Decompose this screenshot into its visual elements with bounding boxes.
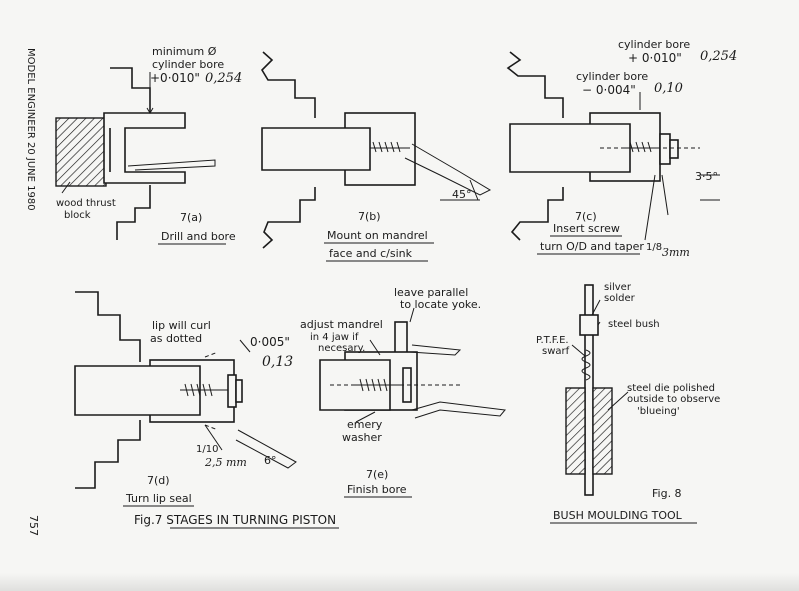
note-c1-value: + 0·010" bbox=[628, 51, 682, 65]
label-silver-line1: silver bbox=[604, 282, 632, 293]
fig8-title: BUSH MOULDING TOOL bbox=[553, 509, 683, 522]
diagram-7a: minimum Ø cylinder bore +0·010" 0,254 wo… bbox=[55, 45, 242, 245]
angle-6: 6° bbox=[264, 454, 277, 467]
note-c2-hand: 0,10 bbox=[654, 81, 683, 96]
diagram-7d-id: 7(d) bbox=[147, 474, 170, 487]
diagram-7b-id: 7(b) bbox=[358, 210, 381, 223]
note-c1-line1: cylinder bore bbox=[618, 38, 690, 51]
note-adjust-mandrel-line2: in 4 jaw if bbox=[310, 332, 359, 343]
page-number: 757 bbox=[27, 515, 40, 536]
note-min-bore-line2: cylinder bore bbox=[152, 58, 224, 71]
label-ptfe-line2: swarf bbox=[542, 346, 570, 357]
wood-block-label-line2: block bbox=[64, 210, 91, 221]
note-emery-line2: washer bbox=[342, 431, 382, 444]
diagram-7c-title-line1: Insert screw bbox=[553, 222, 620, 235]
diagram-7d: lip will curl as dotted 0·005" 0,13 1/10… bbox=[74, 291, 297, 507]
dim-0-005: 0·005" bbox=[250, 335, 290, 349]
diagram-7c-title-line2: turn O/D and taper bbox=[540, 240, 644, 253]
label-silver-line2: solder bbox=[604, 293, 636, 304]
note-lip-curl-line2: as dotted bbox=[150, 332, 202, 345]
note-lip-curl-line1: lip will curl bbox=[152, 319, 211, 332]
fig8-label: Fig. 8 bbox=[652, 487, 682, 500]
label-steel-bush: steel bush bbox=[608, 319, 660, 330]
note-c2-line1: cylinder bore bbox=[576, 70, 648, 83]
note-min-bore-line1: minimum Ø bbox=[152, 45, 217, 58]
label-die-line2: outside to observe bbox=[627, 394, 720, 405]
fig7-caption: Fig.7 STAGES IN TURNING PISTON bbox=[134, 513, 336, 527]
note-c1-hand: 0,254 bbox=[700, 49, 737, 64]
diagram-7c-id: 7(c) bbox=[575, 210, 597, 223]
dim-1-10: 1/10 bbox=[196, 444, 218, 455]
diagram-7b: 45° 7(b) Mount on mandrel face and c/sin… bbox=[260, 51, 492, 262]
label-ptfe-line1: P.T.F.E. bbox=[536, 335, 569, 346]
note-adjust-mandrel-line1: adjust mandrel bbox=[300, 318, 383, 331]
publication-margin-text: MODEL ENGINEER 20 JUNE 1980 bbox=[25, 48, 36, 211]
diagram-7d-title: Turn lip seal bbox=[125, 492, 192, 505]
note-leave-parallel-line1: leave parallel bbox=[394, 286, 468, 299]
angle-3-5: 3·5° bbox=[695, 170, 718, 183]
diagram-7e: leave parallel to locate yoke. adjust ma… bbox=[300, 286, 506, 498]
diagram-7b-title-line1: Mount on mandrel bbox=[327, 229, 428, 242]
note-c2-value: − 0·004" bbox=[582, 83, 636, 97]
label-die-line1: steel die polished bbox=[627, 383, 715, 394]
dim-1-8: 1/8 bbox=[646, 242, 662, 253]
dim-2-5mm-hand: 2,5 mm bbox=[204, 456, 247, 469]
dim-3mm-hand: 3mm bbox=[662, 246, 690, 259]
label-die-line3: 'blueing' bbox=[637, 406, 680, 417]
diagram-7a-id: 7(a) bbox=[180, 211, 202, 224]
wood-block-label-line1: wood thrust bbox=[56, 198, 116, 209]
diagram-7e-title: Finish bore bbox=[347, 483, 407, 496]
diagram-7a-title: Drill and bore bbox=[161, 230, 236, 243]
note-min-bore-hand: 0,254 bbox=[205, 71, 242, 86]
diagram-7e-id: 7(e) bbox=[366, 468, 388, 481]
note-emery-line1: emery bbox=[347, 418, 383, 431]
diagram-7b-title-line2: face and c/sink bbox=[329, 247, 413, 260]
diagram-7c: cylinder bore + 0·010" 0,254 cylinder bo… bbox=[506, 38, 737, 259]
fig8-bush-moulding-tool: silver solder steel bush P.T.F.E. swarf … bbox=[536, 282, 720, 524]
angle-45: 45° bbox=[452, 188, 472, 201]
note-adjust-mandrel-line3: necesary. bbox=[318, 343, 365, 354]
dim-0-13-hand: 0,13 bbox=[262, 354, 293, 370]
note-leave-parallel-line2: to locate yoke. bbox=[400, 298, 481, 311]
note-min-bore-value: +0·010" bbox=[150, 71, 200, 85]
